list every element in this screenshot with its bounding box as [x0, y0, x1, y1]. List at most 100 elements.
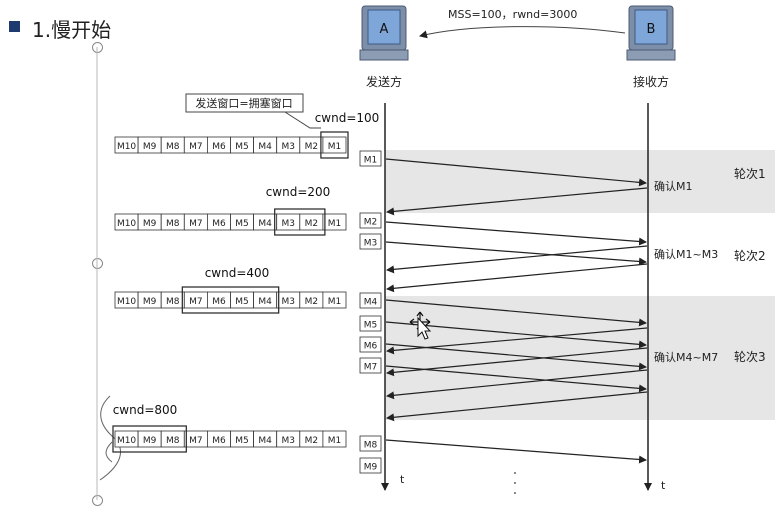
sender-time-label: t: [400, 473, 405, 486]
sent-segment-box: [359, 315, 382, 332]
cwnd-label: cwnd=400: [205, 266, 270, 280]
sent-segment-box: [359, 435, 382, 452]
ellipsis-dot: [514, 472, 516, 474]
monitor-screen: [634, 9, 668, 45]
rwnd-notify-arrow: [419, 26, 626, 39]
segment-label: M4: [258, 142, 272, 152]
segment-label: M7: [189, 436, 203, 446]
segment-label: M8: [166, 436, 180, 446]
round-label: 轮次2: [734, 249, 766, 263]
segment-label: M4: [258, 436, 272, 446]
sent-segment-label: M2: [364, 218, 378, 228]
ack-arrow: [386, 391, 648, 422]
monitor-screen: [367, 9, 401, 45]
segment-label: M2: [305, 436, 319, 446]
receiver-time-label: t: [661, 479, 666, 492]
segment-label: M7: [189, 142, 203, 152]
segment-label: M5: [235, 436, 249, 446]
segment-label: M6: [212, 297, 226, 307]
segment-label: M6: [212, 436, 226, 446]
sender-computer-icon: A: [359, 5, 409, 61]
segment-label: M5: [235, 219, 249, 229]
segment-label: M10: [117, 142, 136, 152]
segment-cell: [322, 430, 347, 448]
segment-label: M3: [282, 297, 296, 307]
segment-label: M8: [166, 219, 180, 229]
ellipsis-dot: [514, 492, 516, 494]
segment-label: M9: [143, 297, 157, 307]
receiver-letter: B: [647, 22, 656, 37]
ack-label: 确认M1: [654, 180, 693, 193]
legend-connector: [284, 111, 321, 129]
segment-label: M2: [305, 297, 319, 307]
congestion-window-box: [274, 208, 326, 236]
round-band: [385, 150, 775, 213]
segment-cell: [322, 291, 347, 309]
data-segment-arrow: [385, 439, 647, 464]
sent-segment-label: M9: [364, 463, 378, 473]
congestion-window-box: [112, 425, 187, 453]
ack-arrow: [386, 245, 648, 274]
ack-arrow: [386, 369, 648, 400]
sent-segment-box: [359, 357, 382, 374]
segment-label: M1: [328, 436, 342, 446]
round-label: 轮次1: [734, 167, 766, 181]
segment-label: M7: [189, 219, 203, 229]
sent-segment-box: [359, 150, 382, 167]
keyboard-base: [626, 49, 676, 61]
segment-label: M2: [305, 142, 319, 152]
segment-label: M3: [282, 142, 296, 152]
window-legend-label: 发送窗口=拥塞窗口: [195, 96, 292, 110]
cwnd-label: cwnd=100: [315, 111, 380, 125]
sent-segment-label: M6: [364, 342, 378, 352]
arrow-cursor: [417, 316, 432, 340]
ack-arrow: [386, 187, 648, 216]
segment-label: M9: [143, 142, 157, 152]
segment-label: M3: [282, 219, 296, 229]
pointer-curve: [99, 395, 121, 481]
mss-rwnd-label: MSS=100，rwnd=3000: [448, 8, 577, 21]
sender-letter: A: [380, 22, 389, 37]
data-segment-arrow: [385, 299, 647, 327]
sent-segment-label: M5: [364, 321, 378, 331]
segment-label: M10: [117, 436, 136, 446]
segment-label: M6: [212, 142, 226, 152]
cwnd-label: cwnd=800: [113, 403, 178, 417]
segment-label: M1: [328, 297, 342, 307]
segment-label: M7: [189, 297, 203, 307]
segment-label: M9: [143, 436, 157, 446]
ack-label: 确认M4~M7: [654, 351, 718, 364]
segment-label: M5: [235, 297, 249, 307]
sender-label: 发送方: [366, 74, 402, 89]
data-segment-arrow: [385, 158, 647, 187]
cwnd-label: cwnd=200: [266, 185, 331, 199]
sent-segment-label: M1: [364, 156, 378, 166]
window-legend-box: [185, 93, 304, 113]
slide-title: 1.慢开始: [32, 18, 112, 42]
keyboard-base: [359, 49, 409, 61]
title-bullet: [9, 21, 20, 32]
segment-label: M10: [117, 297, 136, 307]
sent-segment-box: [359, 292, 382, 309]
ack-arrow: [386, 347, 648, 377]
segment-label: M5: [235, 142, 249, 152]
sent-segment-label: M7: [364, 363, 378, 373]
sent-segment-label: M3: [364, 239, 378, 249]
segment-label: M8: [166, 297, 180, 307]
data-segment-arrow: [385, 221, 647, 246]
ack-arrow: [386, 263, 648, 293]
data-segment-arrow: [385, 365, 647, 393]
ellipsis-dot: [514, 482, 516, 484]
congestion-window-box: [181, 286, 280, 314]
segment-cell: [322, 213, 347, 231]
segment-label: M9: [143, 219, 157, 229]
ack-label: 确认M1~M3: [654, 248, 718, 261]
segment-label: M1: [328, 142, 342, 152]
round-label: 轮次3: [734, 350, 766, 364]
sent-segment-box: [359, 336, 382, 353]
data-segment-arrow: [385, 321, 647, 349]
